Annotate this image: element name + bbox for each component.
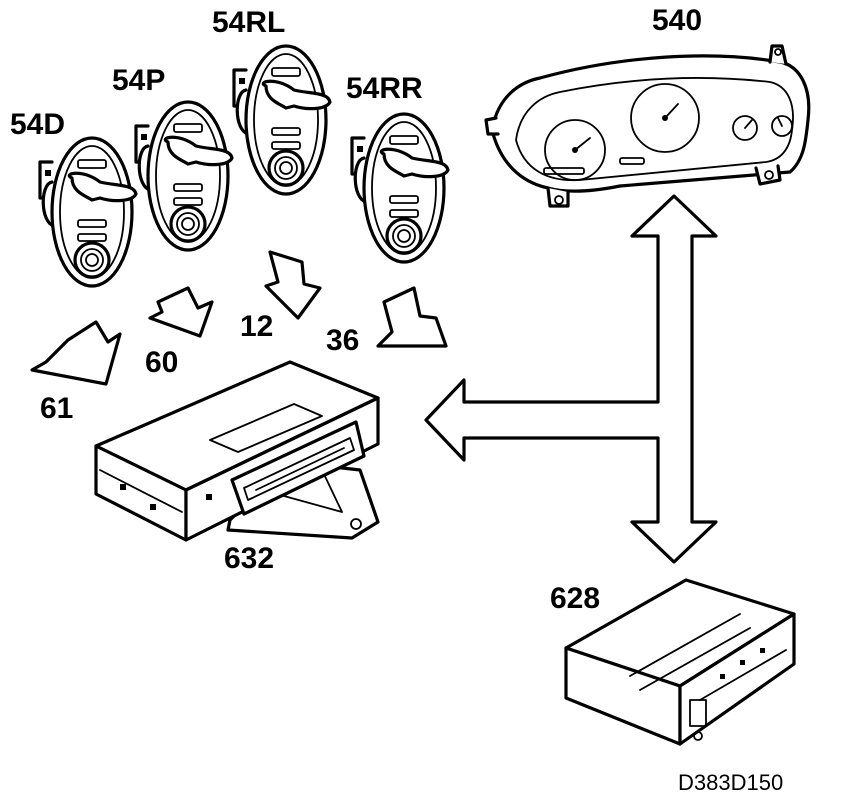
passenger-window-switch <box>134 100 234 252</box>
input-arrow-61 <box>30 320 122 386</box>
label-signal-36: 36 <box>326 324 360 357</box>
control-module <box>94 360 380 542</box>
input-arrow-36 <box>376 286 448 348</box>
rear-right-window-switch <box>350 112 450 264</box>
label-instrument-cluster: 540 <box>652 4 703 37</box>
label-switch-passenger: 54P <box>112 64 166 97</box>
figure-code: D383D150 <box>678 770 784 795</box>
instrument-cluster <box>484 44 811 208</box>
label-switch-rear-right: 54RR <box>346 72 423 105</box>
input-arrow-12 <box>264 250 322 320</box>
input-arrow-60 <box>148 286 214 338</box>
label-switch-driver: 54D <box>10 108 66 141</box>
label-control-module: 632 <box>224 542 275 575</box>
label-control-unit: 628 <box>550 582 601 615</box>
rear-left-window-switch <box>232 44 332 196</box>
control-unit <box>564 578 796 746</box>
driver-window-switch <box>38 136 138 288</box>
label-switch-rear-left: 54RL <box>212 6 286 39</box>
communication-bus-arrow <box>424 194 718 564</box>
label-signal-61: 61 <box>40 392 74 425</box>
label-signal-60: 60 <box>145 346 179 379</box>
label-signal-12: 12 <box>240 310 274 343</box>
